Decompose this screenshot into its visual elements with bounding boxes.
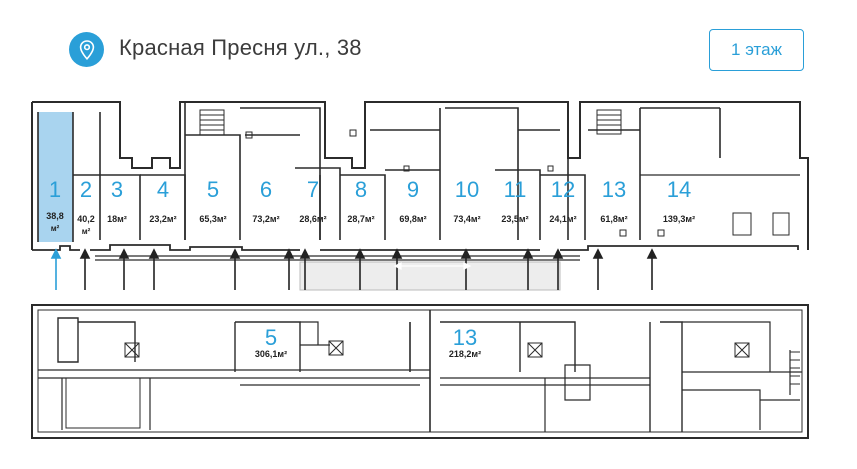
unit-3-number: 3 (111, 177, 123, 202)
stairs-icon (199, 109, 622, 136)
unit-1-area-unit: м² (51, 224, 60, 233)
lower-unit-5-area: 306,1м² (255, 349, 287, 359)
entrance-arrow-icon (299, 248, 311, 290)
unit-12-area: 24,1м² (549, 214, 576, 224)
upper-floor-plan (31, 101, 809, 291)
unit-8-number: 8 (355, 177, 367, 202)
floor-selector-button[interactable]: 1 этаж (709, 29, 804, 71)
entrance-arrow-icon (646, 248, 658, 290)
entrance-arrow-icon (118, 248, 130, 290)
unit-8-area: 28,7м² (347, 214, 374, 224)
entrance-arrow-icon (283, 248, 295, 290)
unit-9-area: 69,8м² (399, 214, 426, 224)
unit-9-number: 9 (407, 177, 419, 202)
unit-7-number: 7 (307, 177, 319, 202)
lower-unit-13-area: 218,2м² (449, 349, 481, 359)
unit-13-number: 13 (602, 177, 626, 202)
lower-floor-plan (31, 304, 809, 439)
entrance-arrow-icon (79, 248, 91, 290)
entrance-arrow-icon (552, 248, 564, 290)
unit-10-area: 73,4м² (453, 214, 480, 224)
unit-14-number: 14 (667, 177, 691, 202)
unit-1-area: 38,8 (46, 211, 64, 221)
entrance-arrow-icon (354, 248, 366, 290)
unit-3-area: 18м² (107, 214, 127, 224)
unit-6-area: 73,2м² (252, 214, 279, 224)
unit-5-number: 5 (207, 177, 219, 202)
entrance-arrow-icon (391, 248, 403, 290)
page-header: Красная Пресня ул., 38 1 этаж (0, 0, 857, 90)
unit-5-area: 65,3м² (199, 214, 226, 224)
unit-10-number: 10 (455, 177, 479, 202)
location-pin-icon (69, 32, 104, 67)
unit-2-area-unit: м² (82, 227, 91, 236)
unit-4-number: 4 (157, 177, 169, 202)
entrance-arrow-icon (229, 248, 241, 290)
entrance-arrow-icon (592, 248, 604, 290)
unit-4-area: 23,2м² (149, 214, 176, 224)
entrance-arrow-icon (460, 248, 472, 290)
unit-11-number: 11 (504, 177, 527, 202)
unit-12-number: 12 (551, 177, 575, 202)
unit-1-highlight[interactable] (38, 112, 73, 242)
entrance-arrow-icon (148, 248, 160, 290)
lower-unit-5-number: 5 (265, 325, 277, 350)
unit-11-area: 23,5м² (501, 214, 528, 224)
unit-6-number: 6 (260, 177, 272, 202)
unit-1-number: 1 (49, 177, 61, 202)
address-title: Красная Пресня ул., 38 (119, 35, 362, 60)
upper-unit-labels: 1 38,8 м² 2 40,2 м² 3 18м² 4 23,2м² 5 65,3м² 6 73,2м²… (46, 177, 695, 236)
entrance-arrows (50, 248, 658, 290)
unit-7-area: 28,6м² (299, 214, 326, 224)
unit-2-number: 2 (80, 177, 92, 202)
unit-14-area: 139,3м² (663, 214, 695, 224)
unit-13-area: 61,8м² (600, 214, 627, 224)
entrance-arrow-icon (50, 248, 62, 290)
entrance-arrow-icon (522, 248, 534, 290)
unit-2-area: 40,2 (77, 214, 95, 224)
lower-unit-13-number: 13 (453, 325, 477, 350)
